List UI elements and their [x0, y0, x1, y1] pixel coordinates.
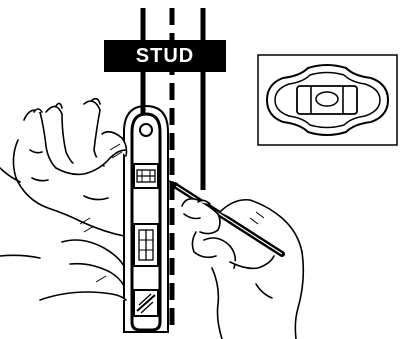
- pencil: [168, 180, 285, 257]
- left-hand: [0, 97, 128, 301]
- stud-label-box: [104, 40, 226, 72]
- vial-detail-inset: [257, 54, 398, 146]
- level-hang-hole: [139, 123, 153, 137]
- level-vial-top: [133, 163, 159, 189]
- level-vial-bottom: [133, 289, 159, 317]
- right-hand: [181, 198, 305, 339]
- shading-hatches: [79, 143, 265, 283]
- level-vial-middle: [133, 223, 159, 267]
- level-tool: [123, 104, 169, 333]
